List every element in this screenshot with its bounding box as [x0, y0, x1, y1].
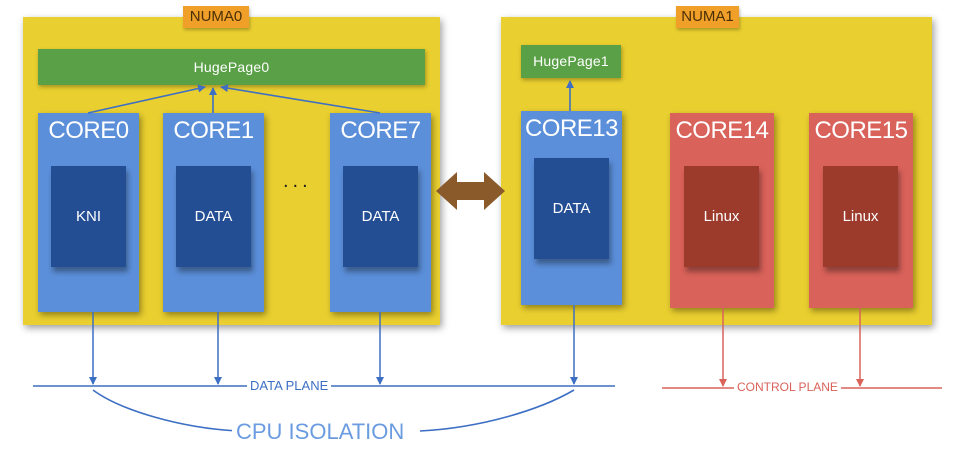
- data-plane-label: DATA PLANE: [247, 378, 332, 393]
- core14-title: CORE14: [675, 117, 769, 144]
- numa0-label: NUMA0: [183, 6, 249, 28]
- core14-task-linux: Linux: [684, 166, 759, 267]
- core1-title: CORE1: [173, 117, 254, 144]
- core13-task-label: DATA: [552, 200, 591, 217]
- core15-task-label: Linux: [842, 208, 879, 225]
- cpu-isolation-left-curve: [92, 389, 239, 432]
- core7-title: CORE7: [340, 117, 421, 144]
- cpu-isolation-label: CPU ISOLATION: [232, 419, 409, 445]
- core7-task-data: DATA: [343, 166, 418, 267]
- core15-box: CORE15 Linux: [809, 113, 913, 308]
- numa-interconnect-arrow: [436, 172, 505, 210]
- core0-box: CORE0 KNI: [38, 113, 139, 312]
- core0-to-hugepage0-arrow: [87, 84, 206, 114]
- numa1-label: NUMA1: [676, 6, 739, 28]
- core13-box: CORE13 DATA: [521, 111, 622, 305]
- core14-task-label: Linux: [703, 208, 740, 225]
- core1-task-data: DATA: [176, 166, 251, 267]
- control-plane-label: CONTROL PLANE: [734, 380, 841, 394]
- core7-box: CORE7 DATA: [330, 113, 431, 312]
- core0-title: CORE0: [48, 117, 129, 144]
- core1-task-label: DATA: [194, 208, 233, 225]
- core14-box: CORE14 Linux: [670, 113, 774, 308]
- core0-task-kni: KNI: [51, 166, 126, 267]
- core0-task-label: KNI: [75, 208, 101, 225]
- core15-task-linux: Linux: [823, 166, 898, 267]
- hugepage0-bar: HugePage0: [38, 49, 425, 85]
- core1-box: CORE1 DATA: [163, 113, 264, 312]
- core15-title: CORE15: [814, 117, 908, 144]
- ellipsis-cores: ...: [283, 170, 312, 192]
- core13-task-data: DATA: [534, 158, 609, 259]
- core13-title: CORE13: [524, 115, 619, 142]
- core7-task-label: DATA: [361, 208, 400, 225]
- hugepage1-bar: HugePage1: [521, 45, 621, 78]
- core7-to-hugepage0-arrow: [220, 84, 381, 114]
- cpu-isolation-right-curve: [419, 389, 575, 432]
